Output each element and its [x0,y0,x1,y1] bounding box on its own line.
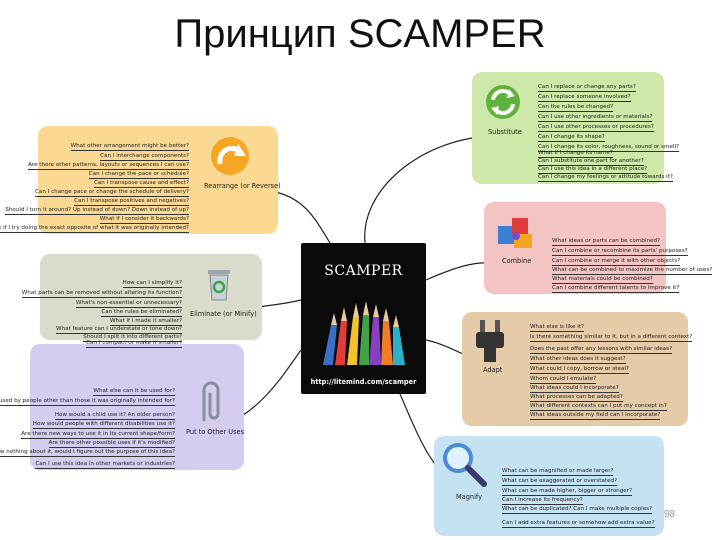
list-item: What if I consider it backwards? [100,216,189,224]
list-item: What different contexts can I put my con… [530,403,667,411]
combine-label: Combine [502,257,531,265]
recycle-arrows-icon [483,82,523,122]
list-item: What's non-essential or unnecessary? [76,300,182,308]
list-item: Can I change pace or change the schedule… [35,189,189,197]
paperclip-icon [196,380,226,426]
list-item: Can I combine different talents to impro… [552,285,679,293]
power-plug-icon [472,318,508,364]
list-item: What ideas could I incorporate? [530,385,619,393]
list-item: What can be made higher, bigger or stron… [502,488,632,496]
list-item: What parts can be removed without alteri… [22,290,182,298]
list-item: What processes can be adapted? [530,394,623,402]
list-item: What materials could be combined? [552,276,653,284]
list-item: Can I transpose positives and negatives? [74,198,189,206]
magnifying-glass-icon [440,440,488,488]
list-item: Can I combine or recombine its parts' pu… [552,248,688,256]
list-item: What can be duplicated? Can I make multi… [502,506,652,514]
list-item: Are there new ways to use it in its curr… [21,431,175,439]
list-item: What if I change its name? [538,150,613,158]
list-item: Can I use this idea in other markets or … [35,461,175,469]
rearrange-label: Rearrange (or Reverse) [204,182,281,190]
list-item: How can I simplify it? [123,280,183,288]
list-item: Can I change my feelings or attitude tow… [538,174,673,182]
curved-arrow-icon [208,134,252,178]
list-item: Can I use this idea in a different place… [538,166,647,174]
list-item: What else can it be used for? [93,388,175,396]
list-item: Can I use other processes or procedures? [538,124,654,132]
put-to-other-uses-label: Put to Other Uses [186,428,244,436]
list-item: What feature can I understate or tone do… [56,326,182,334]
list-item: Are there other patterns, layouts or seq… [28,162,189,170]
colored-pencils-image [311,295,416,365]
list-item: What can be combined to maximize the num… [552,267,712,275]
list-item: Can the rules be changed? [538,104,613,112]
list-item: Can I add extra features or somehow add … [502,520,655,528]
list-item: Can I increase its frequency? [502,497,583,505]
list-item: Can the rules be eliminated? [101,309,182,317]
list-item: What if I try doing the exact opposite o… [0,225,189,233]
recycle-bin-icon [206,268,232,302]
adapt-label: Adapt [483,366,502,374]
center-title: SCAMPER [301,263,426,279]
substitute-label: Substitute [488,128,522,136]
list-item: What can be exaggerated or overstated? [502,478,617,486]
scamper-center-node: SCAMPER http://litemind.com/scamper [301,243,426,394]
list-item: Should I turn it around? Up instead of d… [5,207,189,215]
list-item: What other ideas does it suggest? [530,356,626,364]
list-item: Can I use other ingredients or materials… [538,114,652,122]
list-item: Does the past offer any lessons with sim… [530,346,672,354]
list-item: Can it be used by people other than thos… [0,398,175,406]
list-item: Can I compact or make it smaller? [86,340,182,348]
center-url: http://litemind.com/scamper [301,378,426,386]
list-item: Can I change its shape? [538,134,605,142]
list-item: Can I substitute one part for another? [538,158,644,166]
list-item: Are there other possible uses if it's mo… [49,440,176,448]
puzzle-pieces-icon [494,212,538,256]
list-item: What ideas outside my field can I incorp… [530,412,660,420]
list-item: What if I made it smaller? [110,318,182,326]
list-item: Can I interchange components? [100,153,189,161]
list-item: Can I combine or merge it with other obj… [552,258,680,266]
magnify-label: Magnify [456,493,482,501]
list-item: What could I copy, borrow or steal? [530,366,629,374]
list-item: Is there something similar to it, but in… [530,334,692,342]
list-item: How would a child use it? An older perso… [55,412,175,420]
list-item: How would people with different disabili… [33,421,175,429]
list-item: Can I change the pace or schedule? [89,171,189,179]
list-item: Whom could I emulate? [530,376,596,384]
list-item: What else is like it? [530,324,584,332]
eliminate-label: Eliminate (or Minify) [190,310,257,318]
page-number: 98 [664,509,675,520]
list-item: Can I replace or change any parts? [538,84,636,92]
list-item: Can I replace someone involved? [538,94,631,102]
list-item: If I knew nothing about it, would I figu… [0,449,175,457]
list-item: What ideas or parts can be combined? [552,238,660,246]
list-item: Can I transpose cause and effect? [94,180,189,188]
list-item: What other arrangement might be better? [71,143,189,151]
list-item: What can be magnified or made larger? [502,468,613,476]
